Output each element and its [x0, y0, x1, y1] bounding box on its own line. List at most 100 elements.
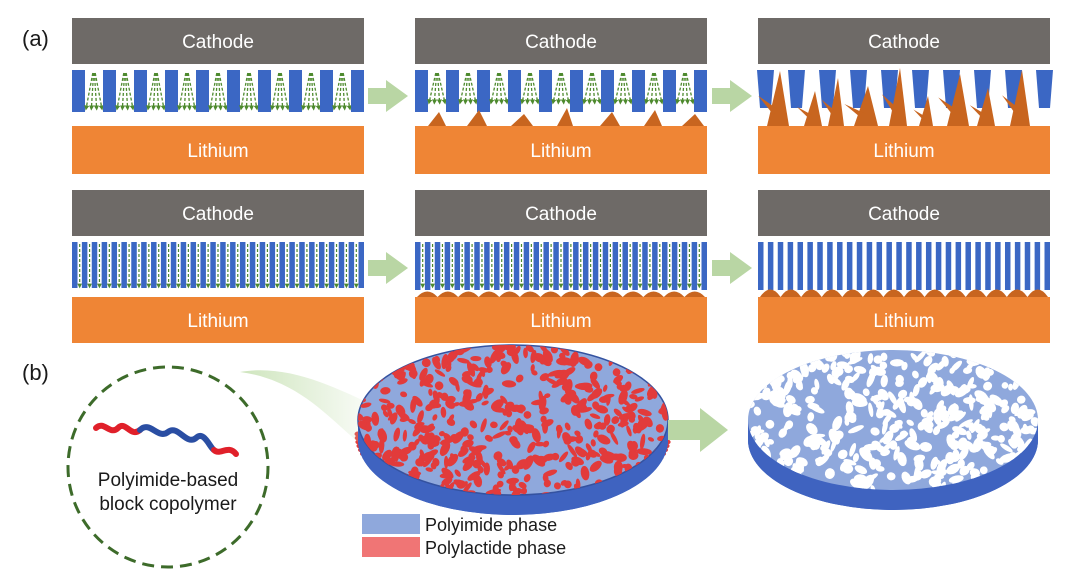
nanopore	[905, 475, 919, 483]
lithium-dendrite	[600, 112, 620, 126]
nanopore	[886, 472, 896, 481]
nanopore	[851, 398, 868, 408]
polylactide-domain	[455, 381, 460, 392]
separator-block	[165, 70, 178, 112]
polylactide-domain	[501, 380, 517, 388]
nanopore	[880, 449, 890, 457]
polylactide-domain	[406, 345, 412, 352]
cathode-block	[72, 18, 364, 64]
polylactide-domain	[574, 446, 586, 458]
separator-bar	[975, 242, 981, 290]
ion-flux-arrow	[623, 72, 633, 105]
polylactide-domain	[594, 363, 603, 372]
nanopore	[919, 441, 933, 452]
ion-flux-arrow	[94, 72, 104, 111]
nanopore	[873, 355, 883, 364]
ion-flux-arrow	[644, 72, 654, 105]
polylactide-domain	[565, 461, 573, 471]
polylactide-domain	[569, 351, 579, 368]
polylactide-domain	[480, 369, 486, 378]
polylactide-domain	[640, 418, 648, 427]
copolymer-circle	[66, 365, 270, 569]
separator-bar	[807, 242, 813, 290]
nanopore	[888, 391, 898, 406]
porous-film-disc	[748, 350, 1038, 510]
nanopore	[783, 379, 793, 396]
polylactide-domain	[508, 479, 516, 492]
separator-bar	[513, 242, 520, 290]
polylactide-domain	[446, 418, 456, 426]
nanopore	[849, 442, 857, 457]
polylactide-domain	[593, 422, 604, 430]
polylactide-domain	[542, 440, 550, 448]
polylactide-domain	[521, 487, 528, 495]
polylactide-domain	[457, 447, 469, 457]
polylactide-domain	[402, 429, 408, 442]
ion-flux-arrow	[146, 72, 156, 111]
nanopore	[895, 374, 904, 384]
nanopore	[1005, 361, 1015, 374]
nanopore	[889, 359, 905, 367]
polylactide-domain	[580, 465, 590, 481]
polylactide-domain	[450, 453, 456, 461]
nanopore	[876, 401, 882, 409]
nanopore	[964, 421, 971, 428]
separator-bar	[81, 242, 88, 288]
battery-cell-panels: CathodeLithiumCathodeLithiumCathodeLithi…	[72, 18, 1053, 512]
polylactide-domain	[428, 388, 433, 396]
polylactide-domain	[636, 448, 652, 456]
separator-bar	[671, 242, 678, 290]
nanopore	[923, 356, 933, 367]
polylactide-domain	[500, 362, 512, 375]
nanopore	[852, 453, 859, 463]
nanopore	[897, 397, 907, 414]
separator-bar	[523, 242, 530, 290]
polylactide-domain	[574, 430, 581, 437]
ion-flux-arrow	[649, 72, 655, 105]
polylactide-domain	[640, 366, 647, 375]
separator-bar	[1014, 242, 1021, 290]
nanopore	[1010, 402, 1019, 415]
polylactide-domain	[376, 348, 391, 360]
dendrite-branch	[881, 94, 898, 115]
polylactide-domain	[617, 421, 629, 427]
nanopore	[870, 427, 880, 436]
separator-bar	[131, 242, 137, 288]
nanopore	[777, 386, 786, 400]
polylactide-domain	[421, 358, 431, 368]
polylactide-domain	[584, 418, 593, 430]
polylactide-domain	[359, 490, 368, 495]
polylactide-domain	[386, 358, 396, 371]
cathode-label: Cathode	[525, 32, 597, 53]
ion-flux-arrow	[217, 72, 224, 111]
separator-bar	[916, 242, 922, 290]
ion-flux-arrow	[498, 72, 504, 105]
separator-block	[134, 70, 147, 112]
nanopore	[941, 355, 949, 367]
separator-bar	[797, 242, 804, 290]
polylactide-domain	[358, 388, 364, 397]
polylactide-domain	[601, 451, 608, 459]
polylactide-domain	[567, 444, 578, 458]
separator-bar	[681, 242, 688, 290]
nanopore	[904, 439, 921, 451]
polylactide-domain	[419, 367, 428, 381]
polylactide-domain	[503, 345, 512, 351]
separator-bar	[612, 242, 619, 290]
polylactide-domain	[363, 478, 379, 484]
nanopore	[920, 469, 932, 479]
lithium-anode	[72, 126, 364, 174]
nanopore	[982, 367, 991, 381]
polylactide-domain	[424, 373, 434, 384]
polylactide-domain	[432, 414, 438, 421]
polylactide-domain	[563, 436, 570, 445]
nanopore	[976, 430, 988, 440]
legend-swatch-polylactide	[362, 537, 420, 557]
polylactide-domain	[612, 368, 621, 377]
nanopore	[867, 353, 874, 364]
zoom-beam	[240, 370, 362, 445]
nanopore	[949, 367, 955, 374]
polylactide-domain	[555, 424, 563, 434]
